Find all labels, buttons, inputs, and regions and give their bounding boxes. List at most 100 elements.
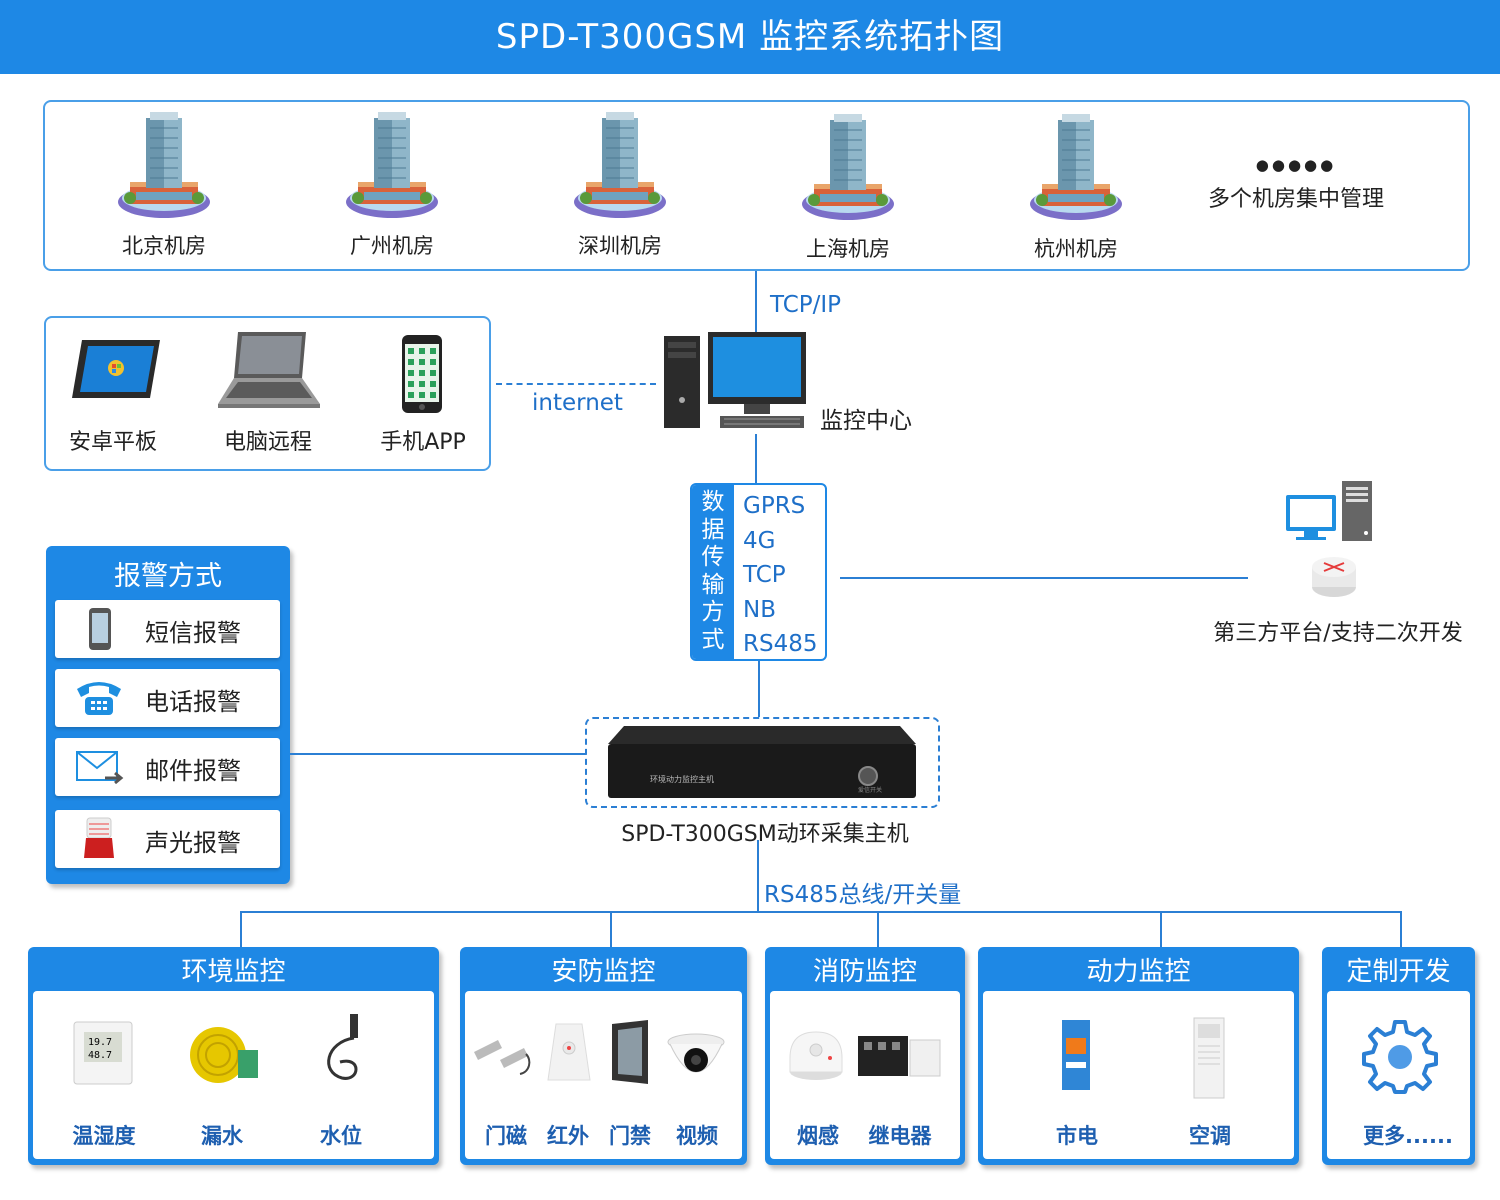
connector-line <box>755 434 757 484</box>
more-dots: ●●●●● <box>1255 156 1337 174</box>
connector-line <box>610 911 612 947</box>
email-icon <box>76 751 124 785</box>
room-label: 北京机房 <box>122 234 206 258</box>
building-icon <box>118 112 210 218</box>
category-title: 定制开发 <box>1346 957 1451 987</box>
alarm-item-sms: 短信报警 <box>55 600 280 658</box>
tablet-icon <box>72 340 160 398</box>
building-icon <box>346 112 438 218</box>
transmission-title-char: 输 <box>701 571 725 598</box>
building-icon <box>802 114 894 220</box>
access-control-door-icon <box>612 1020 648 1084</box>
door-magnet-icon <box>474 1040 531 1075</box>
server-router-icon <box>1286 481 1372 597</box>
category-body <box>465 991 742 1159</box>
category-item-label: 门磁 <box>485 1124 527 1148</box>
category-panel-power: 动力监控 <box>978 947 1299 1165</box>
transmission-title-char: 式 <box>701 626 725 653</box>
building-icon <box>1030 114 1122 220</box>
connector-line <box>758 661 760 717</box>
connector-line <box>757 840 759 912</box>
room-label: 上海机房 <box>806 237 890 261</box>
category-title: 环境监控 <box>181 957 286 987</box>
relay-icon <box>858 1036 941 1077</box>
laptop-icon <box>218 332 320 408</box>
alarm-item-email: 邮件报警 <box>55 738 280 796</box>
host-button-text: 爱信开关 <box>858 787 883 794</box>
category-item-label: 空调 <box>1189 1124 1231 1148</box>
category-item-label: 温湿度 <box>72 1124 136 1148</box>
internet-link-line <box>496 383 656 385</box>
transmission-title-char: 传 <box>701 544 725 570</box>
connector-line <box>877 911 879 947</box>
category-item-label: 漏水 <box>201 1124 243 1148</box>
smartphone-icon <box>402 335 442 413</box>
category-item-label: 门禁 <box>609 1124 651 1148</box>
link-bus-label: RS485总线/开关量 <box>764 882 962 908</box>
transmission-title-bar <box>692 485 734 659</box>
transmission-title-char: 据 <box>701 516 725 543</box>
category-title: 安防监控 <box>551 957 656 987</box>
host-panel-text: 环境动力监控主机 <box>650 775 714 784</box>
page-title: SPD-T300GSM 监控系统拓扑图 <box>0 0 1500 74</box>
category-body <box>983 991 1294 1159</box>
client-label: 手机APP <box>380 430 466 455</box>
infrared-sensor-icon <box>547 1023 591 1081</box>
alarm-item-phone: 电话报警 <box>55 669 280 727</box>
category-item-label: 视频 <box>676 1124 718 1148</box>
air-conditioner-icon <box>1193 1017 1225 1099</box>
connector-line <box>755 271 757 333</box>
link-tcpip-label: TCP/IP <box>770 292 842 318</box>
connector-line <box>240 911 242 947</box>
telephone-icon <box>77 682 121 715</box>
host-box <box>585 717 940 808</box>
cctv-camera-icon <box>667 1033 725 1073</box>
category-item-label: 烟感 <box>797 1124 839 1148</box>
connector-line <box>290 753 586 755</box>
alarm-item-label: 电话报警 <box>145 688 241 716</box>
connector-line <box>1160 911 1162 947</box>
smoke-detector-icon <box>789 1031 843 1080</box>
category-item-label: 水位 <box>320 1124 362 1148</box>
category-panel-custom: 定制开发 <box>1322 947 1475 1165</box>
transmission-method: NB <box>743 596 776 623</box>
room-label: 广州机房 <box>350 234 434 258</box>
client-label: 安卓平板 <box>68 430 157 455</box>
room-label: 杭州机房 <box>1034 237 1118 261</box>
svg-text:48.7: 48.7 <box>88 1050 112 1061</box>
transmission-title: 数 据 传 输 方 式 <box>692 489 734 654</box>
transmission-title-char: 数 <box>701 489 725 515</box>
category-body <box>1327 991 1470 1159</box>
host-device-icon <box>608 726 916 798</box>
water-leak-cable-icon <box>190 1027 258 1083</box>
mobile-phone-icon <box>89 608 111 650</box>
category-item-label: 红外 <box>547 1124 589 1148</box>
room-label: 深圳机房 <box>578 234 662 258</box>
category-item-label: 市电 <box>1056 1124 1098 1148</box>
connector-line <box>840 577 1248 579</box>
alarm-item-label: 短信报警 <box>145 619 241 647</box>
transmission-method: TCP <box>743 562 786 588</box>
transmission-method: 4G <box>743 527 776 554</box>
connector-line <box>1400 911 1402 947</box>
rooms-more-label: 多个机房集中管理 <box>1207 187 1384 212</box>
desktop-computer-icon <box>664 332 806 428</box>
building-icon <box>574 112 666 218</box>
bus-line <box>240 911 1402 913</box>
transmission-title-char: 方 <box>701 599 725 625</box>
monitor-center-label: 监控中心 <box>820 408 912 434</box>
third-party-label: 第三方平台/支持二次开发 <box>1213 621 1463 646</box>
alarm-item-label: 邮件报警 <box>145 757 241 785</box>
thermo-hygrometer-icon: 19.748.7 <box>73 1021 133 1085</box>
category-item-label: 继电器 <box>868 1124 932 1148</box>
transmission-method: RS485 <box>743 631 818 657</box>
transmission-method: GPRS <box>743 493 806 519</box>
transmission-methods: GPRS 4G TCP NB RS485 <box>743 489 817 662</box>
category-panel-security: 安防监控 <box>460 947 747 1165</box>
siren-light-icon <box>84 817 114 858</box>
alarm-panel-title: 报警方式 <box>114 561 222 592</box>
alarm-item-label: 声光报警 <box>145 829 241 857</box>
alarm-panel: 报警方式 短信报警 电话报警 邮件报警 声光报警 <box>46 546 290 884</box>
host-label: SPD-T300GSM动环采集主机 <box>621 822 909 847</box>
category-item-label: 更多...... <box>1363 1124 1453 1148</box>
